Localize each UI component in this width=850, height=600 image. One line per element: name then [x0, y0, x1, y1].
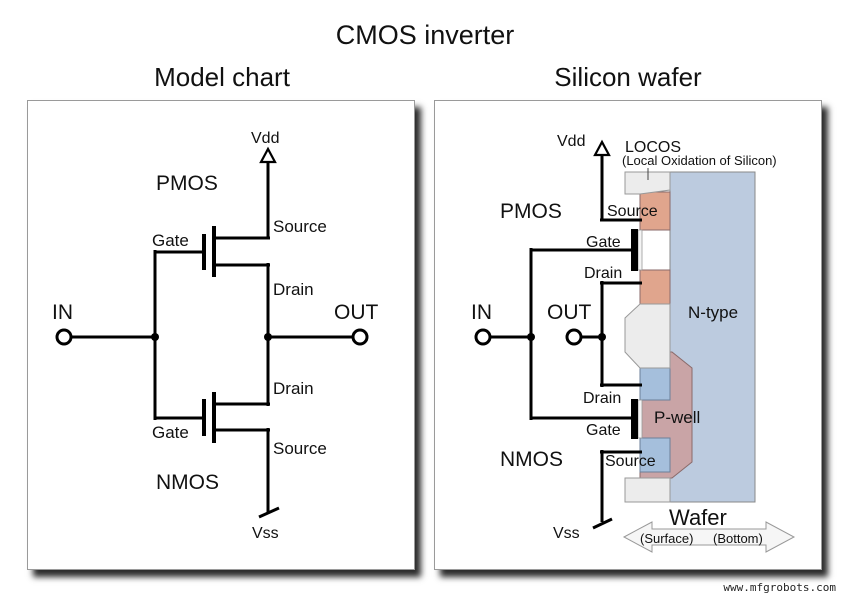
model-nmos-drain-label: Drain [273, 379, 314, 398]
pmos-source-diffusion [639, 191, 671, 231]
wafer-in-label: IN [471, 301, 492, 324]
model-circuit [71, 160, 353, 519]
model-chart-heading: Model chart [154, 62, 290, 92]
wafer-pmos-gate-label: Gate [586, 234, 621, 251]
model-vss-ground [258, 506, 280, 519]
wafer-nmos-drain-label: Drain [583, 390, 621, 407]
locos-oxide-middle [624, 303, 671, 369]
diagram-title: CMOS inverter [335, 20, 515, 50]
model-nmos-gate-label: Gate [152, 423, 189, 442]
model-nmos-source-label: Source [273, 439, 327, 458]
model-out-label: OUT [334, 301, 379, 324]
model-in-terminal [55, 328, 73, 346]
pwell-label: P-well [654, 408, 700, 427]
wafer-in-terminal [474, 328, 492, 346]
model-output-junction [264, 333, 272, 341]
bottom-label: (Bottom) [713, 531, 763, 546]
pmos-drain-diffusion [639, 269, 671, 305]
nmos-gate-electrode [631, 399, 638, 439]
wafer-vdd-arrow [593, 139, 611, 157]
watermark: www.mfgrobots.com [723, 581, 836, 594]
wafer-vdd-label: Vdd [557, 133, 585, 150]
nmos-source-diffusion [639, 437, 671, 473]
locos-oxide-top [624, 171, 671, 195]
wafer-vss-ground [592, 517, 613, 530]
wafer-label: Wafer [669, 505, 727, 530]
model-out-terminal [351, 328, 369, 346]
wafer-vss-label: Vss [553, 525, 580, 542]
pmos-gate-oxide [637, 229, 643, 271]
surface-label: (Surface) [640, 531, 693, 546]
wafer-out-terminal [565, 328, 583, 346]
nmos-gate-oxide [637, 399, 643, 439]
wafer-pmos-source-label: Source [607, 203, 658, 220]
model-input-junction [151, 333, 159, 341]
pmos-gate-electrode [631, 229, 638, 271]
ntype-label: N-type [688, 303, 738, 322]
wafer-input-junction [527, 333, 535, 341]
wafer-out-label: OUT [547, 301, 592, 324]
locos-label: LOCOS [625, 139, 681, 156]
wafer-nmos-source-label: Source [605, 453, 656, 470]
model-pmos-label: PMOS [156, 172, 218, 195]
model-vdd-label: Vdd [251, 130, 279, 147]
silicon-wafer-heading: Silicon wafer [554, 62, 702, 92]
model-pmos-source-label: Source [273, 217, 327, 236]
nmos-drain-diffusion [639, 367, 671, 401]
wafer-nmos-label: NMOS [500, 448, 563, 471]
model-vss-label: Vss [252, 525, 279, 542]
model-pmos-gate-label: Gate [152, 231, 189, 250]
wafer-nmos-gate-label: Gate [586, 422, 621, 439]
model-vdd-arrow [259, 146, 277, 164]
model-pmos-drain-label: Drain [273, 280, 314, 299]
wafer-pmos-label: PMOS [500, 200, 562, 223]
model-in-label: IN [52, 301, 73, 324]
locos-oxide-bottom [624, 477, 671, 503]
model-chart-panel [27, 100, 415, 570]
wafer-output-junction [598, 333, 606, 341]
wafer-circuit [490, 153, 642, 530]
surface-bottom-arrow [622, 521, 796, 553]
wafer-pmos-drain-label: Drain [584, 265, 622, 282]
locos-note: (Local Oxidation of Silicon) [622, 153, 777, 168]
model-nmos-label: NMOS [156, 471, 219, 494]
